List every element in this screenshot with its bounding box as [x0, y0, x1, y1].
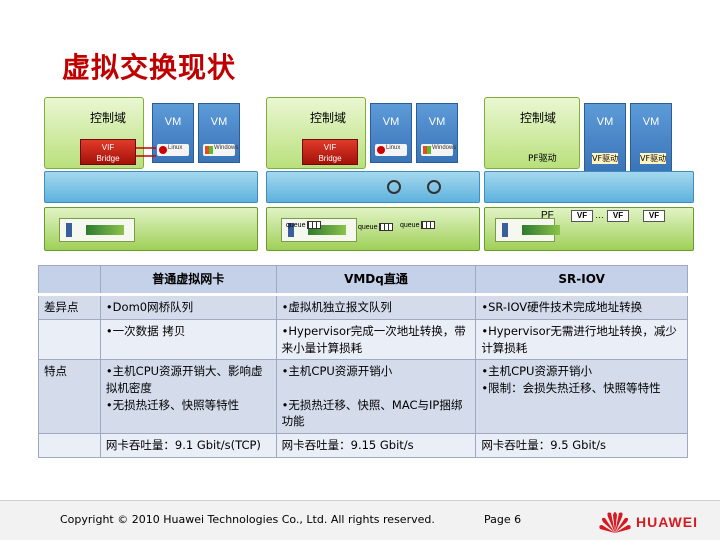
page-number: Page 6	[484, 513, 522, 526]
queue-label: queue	[400, 221, 436, 229]
table-cell: •Hypervisor完成一次地址转换，带来小量计算损耗	[275, 319, 477, 361]
table-header-cell	[38, 264, 101, 297]
windows-logo-icon: Windows	[203, 144, 238, 156]
diagram-vmdq: 控制域 VIF Bridge VM Linux VM Windows queue…	[262, 95, 484, 260]
huawei-petal-icon	[599, 512, 631, 533]
vm-box-2: VM Windows	[416, 103, 458, 163]
page-title: 虚拟交换现状	[62, 51, 237, 84]
control-domain-label: 控制域	[310, 111, 347, 125]
table-row: •一次数据 拷贝 •Hypervisor完成一次地址转换，带来小量计算损耗 •H…	[38, 319, 688, 361]
hypervisor-layer	[484, 171, 694, 203]
table-cell: •主机CPU资源开销小 •无损热迁移、快照、MAC与IP捆绑功能	[275, 359, 477, 435]
vm-box-2: VM Windows	[198, 103, 240, 163]
bridge-arrows-icon	[136, 147, 156, 157]
table-cell: •Dom0网桥队列	[99, 294, 277, 321]
vf-driver-label: VF驱动	[592, 153, 619, 164]
table-row: 网卡吞吐量：9.1 Gbit/s(TCP) 网卡吞吐量：9.15 Gbit/s …	[38, 433, 688, 458]
table-cell: •Hypervisor无需进行地址转换，减少计算损耗	[475, 319, 688, 361]
vm-box-1: VM Linux	[152, 103, 194, 163]
table-header-cell: VMDq直通	[275, 264, 477, 297]
hardware-layer: PF VF … VF VF	[484, 207, 694, 251]
hypervisor-layer	[266, 171, 480, 203]
diagram-normal-vnic: 控制域 VIF Bridge VM Linux VM Windows	[40, 95, 262, 260]
table-header-cell: 普通虚拟网卡	[99, 264, 277, 297]
pf-driver-label: PF驱动	[528, 154, 557, 164]
huawei-logo: HUAWEI	[596, 505, 706, 537]
linux-logo-icon: Linux	[375, 144, 407, 156]
row-label	[38, 433, 101, 458]
control-domain-label: 控制域	[90, 111, 127, 125]
table-cell: •一次数据 拷贝	[99, 319, 277, 361]
hardware-layer	[266, 207, 480, 251]
copyright-text: Copyright © 2010 Huawei Technologies Co.…	[60, 513, 435, 526]
queue-label: queue	[286, 221, 322, 229]
vif-bridge-box: VIF Bridge	[80, 139, 136, 165]
queue-label: queue	[358, 223, 394, 231]
table-header-cell: SR-IOV	[475, 264, 688, 297]
table-cell: •SR-IOV硬件技术完成地址转换	[475, 294, 688, 321]
table-cell: •虚拟机独立报文队列	[275, 294, 477, 321]
table-cell: •主机CPU资源开销小 •限制：会损失热迁移、快照等特性	[475, 359, 688, 435]
pf-label: PF	[541, 210, 554, 221]
row-label	[38, 319, 101, 361]
vf-driver-label: VF驱动	[640, 153, 667, 164]
vf-ellipsis: …	[595, 210, 604, 220]
vm-box-1: VM Linux	[370, 103, 412, 163]
linux-logo-icon: Linux	[157, 144, 189, 156]
row-label: 差异点	[38, 294, 101, 321]
windows-logo-icon: Windows	[421, 144, 456, 156]
nic-card-icon	[495, 218, 560, 242]
hypervisor-layer	[44, 171, 258, 203]
table-cell: •主机CPU资源开销大、影响虚拟机密度 •无损热迁移、快照等特性	[99, 359, 277, 435]
table-cell: 网卡吞吐量：9.5 Gbit/s	[475, 433, 688, 458]
table-row: 差异点 •Dom0网桥队列 •虚拟机独立报文队列 •SR-IOV硬件技术完成地址…	[38, 294, 688, 321]
vf-cell: VF	[571, 210, 593, 222]
table-header-row: 普通虚拟网卡 VMDq直通 SR-IOV	[38, 264, 688, 297]
nic-card-icon	[59, 218, 135, 242]
vif-bridge-box: VIF Bridge	[302, 139, 358, 165]
table-row: 特点 •主机CPU资源开销大、影响虚拟机密度 •无损热迁移、快照等特性 •主机C…	[38, 359, 688, 435]
control-domain-label: 控制域	[520, 111, 557, 125]
footer: Copyright © 2010 Huawei Technologies Co.…	[0, 500, 720, 540]
comparison-table: 普通虚拟网卡 VMDq直通 SR-IOV 差异点 •Dom0网桥队列 •虚拟机独…	[38, 264, 688, 458]
diagram-sriov: 控制域 PF驱动 VM VM VF驱动 VF驱动 PF VF … VF VF	[480, 95, 702, 260]
switch-icon	[427, 180, 441, 194]
hardware-layer	[44, 207, 258, 251]
row-label: 特点	[38, 359, 101, 435]
vf-cell: VF	[643, 210, 665, 222]
control-domain-box	[484, 97, 580, 169]
switch-icon	[387, 180, 401, 194]
table-cell: 网卡吞吐量：9.15 Gbit/s	[275, 433, 477, 458]
table-cell: 网卡吞吐量：9.1 Gbit/s(TCP)	[99, 433, 277, 458]
vf-cell: VF	[607, 210, 629, 222]
brand-name: HUAWEI	[636, 514, 698, 530]
